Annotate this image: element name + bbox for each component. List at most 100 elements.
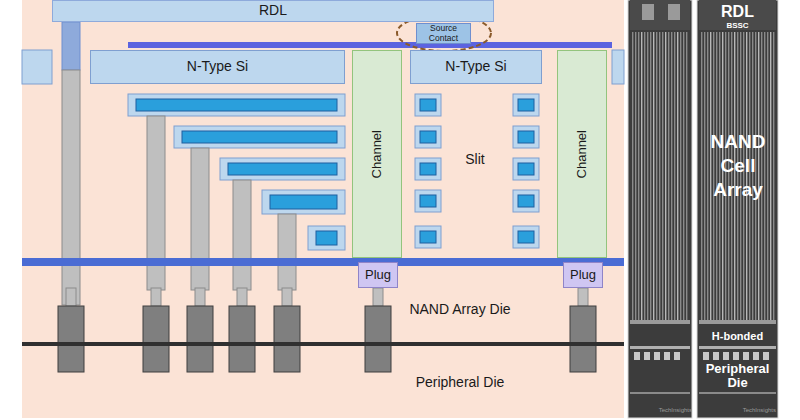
micrograph-stripe: [761, 32, 762, 320]
micrograph-feature: [668, 4, 680, 20]
micrograph-bump: [634, 352, 640, 360]
source-contact: Source Contact: [416, 23, 471, 44]
slit-cell: [415, 94, 441, 116]
micrograph-stripe: [638, 32, 639, 320]
micrograph-stripe: [644, 32, 645, 320]
pad-stem: [151, 288, 161, 306]
word-line: [262, 190, 345, 214]
micrograph-stripe: [680, 32, 681, 320]
node-text: Source Contact: [417, 24, 470, 43]
micrograph-panel: [628, 0, 692, 418]
slit-cell-core: [420, 195, 436, 207]
contact-pillar: [62, 70, 80, 305]
node-text: N-Type Si: [445, 59, 506, 74]
pad-stem: [578, 288, 588, 306]
bond-pad: [274, 306, 300, 372]
word-line: [128, 94, 345, 116]
bond-pad: [187, 306, 213, 372]
slit-cell: [415, 126, 441, 148]
word-line-core: [228, 163, 337, 175]
micrograph-stripe: [758, 32, 759, 320]
micrograph-stripe: [716, 32, 717, 320]
slit-cell: [415, 226, 441, 248]
micrograph-label: RDL: [697, 3, 778, 21]
n-type-si: N-Type Si: [410, 50, 542, 84]
micrograph-stripe: [713, 32, 714, 320]
pad-stem: [373, 288, 383, 306]
word-line-core: [316, 231, 337, 245]
word-line-core: [182, 131, 337, 143]
slit-cell: [513, 126, 539, 148]
pad-stem: [66, 288, 76, 306]
word-line-core: [136, 99, 337, 111]
micrograph-stripe: [737, 32, 738, 320]
bond-pad: [143, 306, 169, 372]
channel-pillar: Channel: [557, 50, 607, 258]
micrograph-stripe: [665, 32, 666, 320]
die-background: [22, 0, 624, 418]
die-label: Peripheral Die: [400, 375, 520, 390]
micrograph-bump: [713, 352, 719, 360]
micrograph-band: [699, 392, 776, 394]
bond-pad: [58, 306, 84, 372]
slit-cell-core: [420, 99, 436, 111]
micrograph-stripe: [677, 32, 678, 320]
n-type-si: N-Type Si: [90, 50, 345, 84]
word-line: [220, 158, 345, 180]
contact-pillar: [191, 148, 209, 290]
micrograph-bump: [674, 352, 680, 360]
word-line-core: [270, 195, 337, 209]
slit-cell-core: [420, 131, 436, 143]
micrograph-bump: [664, 352, 670, 360]
node-text: Plug: [570, 268, 596, 282]
slit-cell-core: [518, 231, 534, 243]
micrograph-label: NAND Cell Array: [702, 130, 774, 201]
node-text: Channel: [370, 130, 384, 178]
node-text: RDL: [259, 3, 287, 18]
micrograph-bump: [733, 352, 739, 360]
micrograph-bump: [644, 352, 650, 360]
micrograph-stripe: [656, 32, 657, 320]
micrograph-label: BSSC: [697, 22, 778, 31]
micrograph-stripe: [764, 32, 765, 320]
micrograph-stripe: [773, 32, 774, 320]
pad-stem: [237, 288, 247, 306]
micrograph-band: [699, 346, 776, 349]
micrograph-stripe: [707, 32, 708, 320]
bond-pad: [365, 306, 391, 372]
bond-pad: [229, 306, 255, 372]
channel-pillar: Channel: [352, 50, 402, 258]
slit-cell-core: [420, 163, 436, 175]
micrograph-feature: [642, 4, 654, 20]
slit-cell-core: [518, 195, 534, 207]
micrograph-stripe: [653, 32, 654, 320]
micrograph-stripe: [767, 32, 768, 320]
slit-cell-core: [518, 163, 534, 175]
bond-interface: [22, 342, 624, 346]
micrograph-band: [699, 320, 776, 324]
micrograph-label: Peripheral Die: [697, 362, 778, 391]
micrograph-stripe: [722, 32, 723, 320]
slit-cell: [415, 158, 441, 180]
micrograph-stripe: [650, 32, 651, 320]
micrograph-stripe: [719, 32, 720, 320]
micrograph-stripe: [749, 32, 750, 320]
micrograph-stripe: [674, 32, 675, 320]
array-bottom-line: [22, 258, 624, 266]
micrograph-stripe: [641, 32, 642, 320]
slit-cell-core: [420, 231, 436, 243]
micrograph-bump: [763, 352, 769, 360]
micrograph-bump: [703, 352, 709, 360]
pad-stem: [195, 288, 205, 306]
si-edge-block: [612, 50, 624, 84]
via-top: [62, 22, 80, 70]
micrograph-stripe: [755, 32, 756, 320]
micrograph-stripe: [701, 32, 702, 320]
pad-stem: [282, 288, 292, 306]
micrograph-stripe: [734, 32, 735, 320]
micrograph-stripe: [770, 32, 771, 320]
slit-cell-core: [518, 131, 534, 143]
slit-cell: [513, 94, 539, 116]
micrograph-stripe: [731, 32, 732, 320]
